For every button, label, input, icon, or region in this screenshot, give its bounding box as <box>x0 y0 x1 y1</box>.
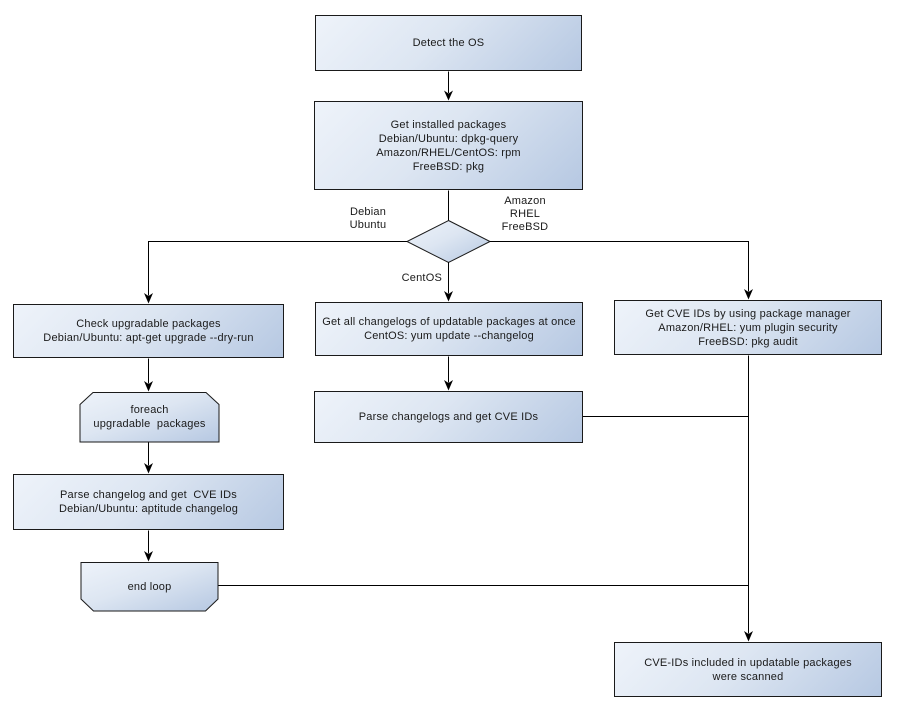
arrowhead <box>744 631 753 642</box>
node-text-line: Detect the OS <box>412 37 485 49</box>
arrowhead <box>144 293 153 304</box>
arrowhead <box>444 380 453 391</box>
node-text-line: Debian/Ubuntu: dpkg-query <box>378 132 519 145</box>
node-get-installed-packages: Get installed packages Debian/Ubuntu: dp… <box>314 101 583 190</box>
arrowhead <box>444 90 453 101</box>
node-text-line: upgradable packages <box>93 418 206 430</box>
node-text-line: FreeBSD: pkg <box>412 160 485 173</box>
end-loop-shape <box>80 562 219 612</box>
node-parse-changelogs: Parse changelogs and get CVE IDs <box>314 391 583 443</box>
node-text-line: Check upgradable packages <box>76 318 221 330</box>
node-get-cve-ids-pkg-manager: Get CVE IDs by using package manager Ama… <box>614 300 882 355</box>
node-check-upgradable-packages: Check upgradable packages Debian/Ubuntu:… <box>13 304 284 358</box>
arrowhead <box>744 289 753 300</box>
node-text-line: Get all changelogs of updatable packages… <box>322 316 576 328</box>
arrowhead <box>444 291 453 302</box>
node-text-line: Parse changelogs and get CVE IDs <box>358 411 539 423</box>
node-end-loop: end loop <box>81 562 218 611</box>
node-text-line: Get CVE IDs by using package manager <box>645 307 851 320</box>
node-text-line: CentOS: yum update --changelog <box>364 330 534 342</box>
node-foreach-loop: foreach upgradable packages <box>80 392 219 442</box>
node-text-line: Parse changelog and get CVE IDs <box>59 489 237 501</box>
edge-decision-to-check-upgradable <box>148 241 407 296</box>
node-text-line: were scanned <box>712 670 784 683</box>
node-get-all-changelogs: Get all changelogs of updatable packages… <box>315 302 583 356</box>
arrowhead <box>144 551 153 562</box>
node-cve-ids-scanned: CVE-IDs included in updatable packages w… <box>614 642 882 697</box>
node-text-line: end loop <box>127 580 172 593</box>
os-decision-diamond <box>405 219 492 264</box>
edge-label-debian-ubuntu: Debian Ubuntu <box>349 206 387 231</box>
node-detect-os: Detect the OS <box>315 15 582 71</box>
node-text-line: CVE-IDs included in updatable packages <box>644 656 852 669</box>
node-text-line: Debian/Ubuntu: aptitude changelog <box>58 503 239 515</box>
node-text-line: Amazon/RHEL: yum plugin security <box>658 321 838 334</box>
edge-label-amazon-rhel-freebsd: Amazon RHEL FreeBSD <box>501 195 549 233</box>
node-parse-changelog-aptitude: Parse changelog and get CVE IDs Debian/U… <box>13 474 284 530</box>
edge-decision-to-get-cve-ids <box>490 241 749 292</box>
node-text-line: Debian/Ubuntu: apt-get upgrade --dry-run <box>43 332 254 344</box>
node-text-line: FreeBSD: pkg audit <box>698 335 798 348</box>
foreach-loop-shape <box>79 392 220 443</box>
arrowhead <box>144 463 153 474</box>
edge-label-centos: CentOS <box>401 272 442 284</box>
node-text-line: Amazon/RHEL/CentOS: rpm <box>376 146 521 159</box>
node-text-line: Get installed packages <box>390 118 507 131</box>
node-text-line: foreach <box>130 404 169 416</box>
arrowhead <box>144 381 153 392</box>
